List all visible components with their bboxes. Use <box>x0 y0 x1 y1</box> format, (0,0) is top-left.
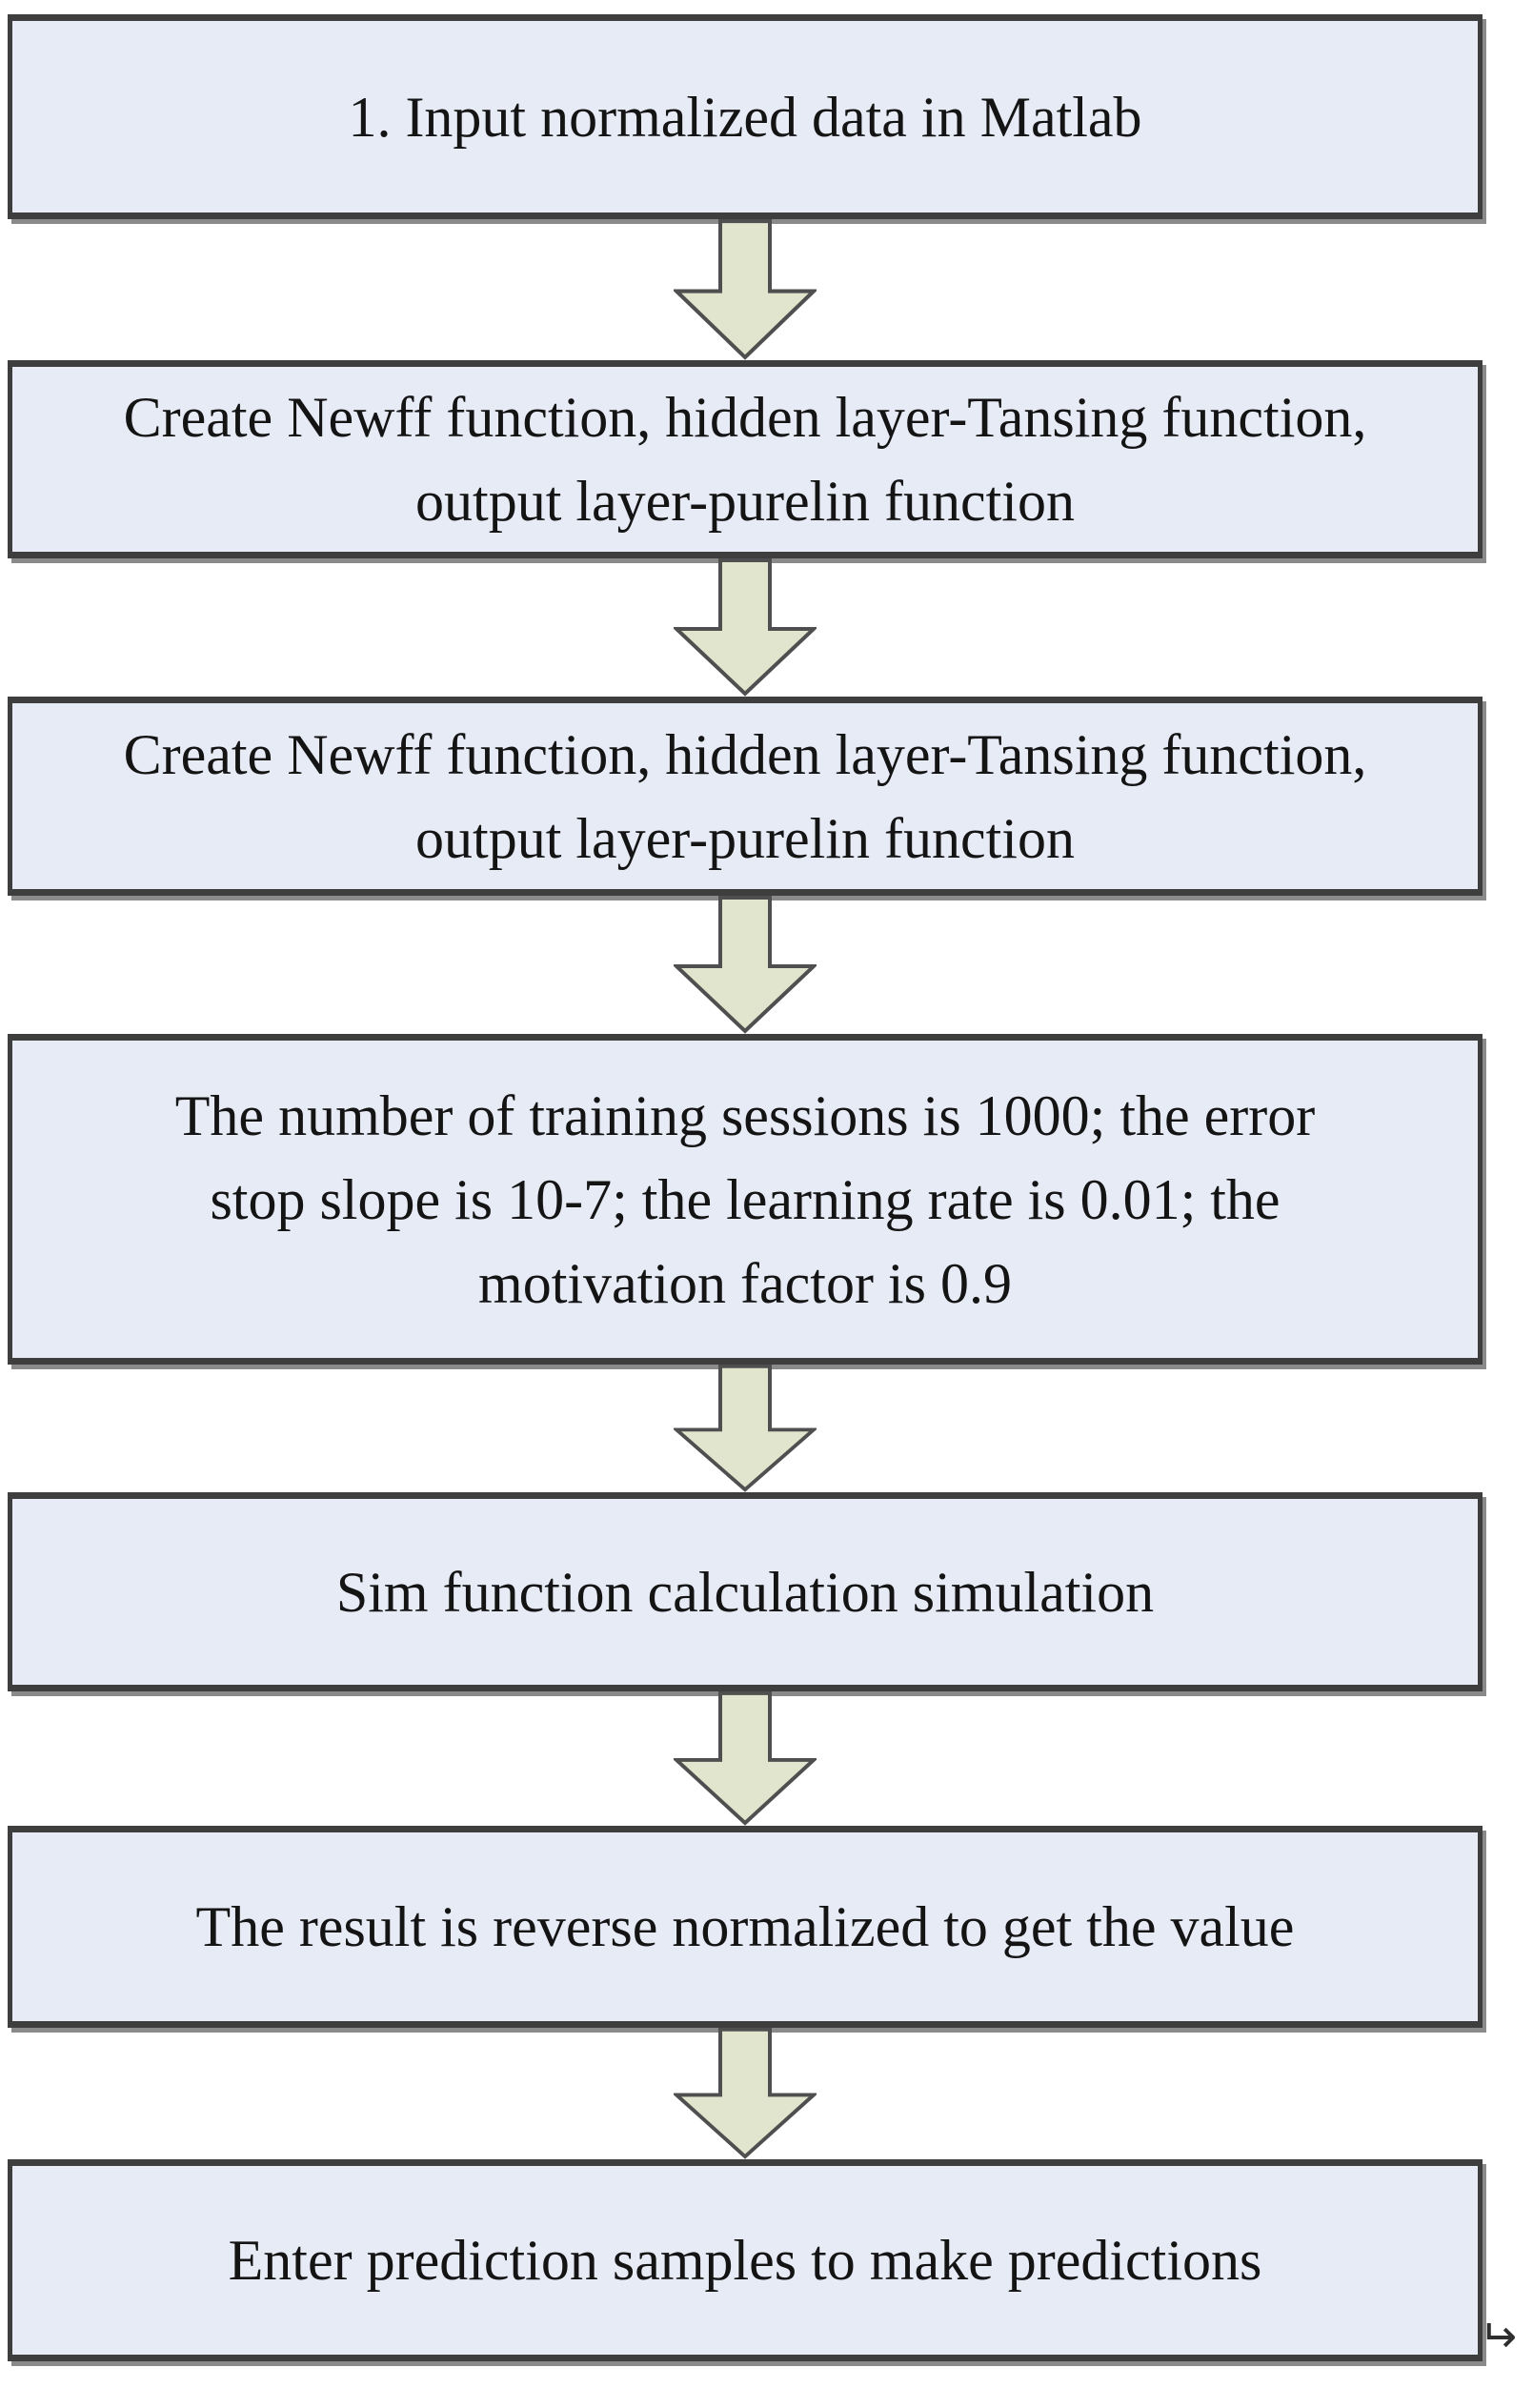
flow-step-2-label: Create Newff function, hidden layer-Tans… <box>123 386 1367 533</box>
flow-step-7: Enter prediction samples to make predict… <box>8 2159 1483 2361</box>
down-arrow-icon <box>674 558 817 697</box>
paragraph-return-mark: ↵ <box>1479 2310 1518 2363</box>
flow-step-3: Create Newff function, hidden layer-Tans… <box>8 697 1483 896</box>
flow-step-1-label: 1. Input normalized data in Matlab <box>348 85 1142 149</box>
down-arrow-icon <box>674 2028 817 2159</box>
flow-step-6-label: The result is reverse normalized to get … <box>195 1895 1295 1958</box>
flow-step-6: The result is reverse normalized to get … <box>8 1826 1483 2028</box>
flow-step-2: Create Newff function, hidden layer-Tans… <box>8 360 1483 558</box>
flow-step-4: The number of training sessions is 1000;… <box>8 1034 1483 1365</box>
flow-step-5-label: Sim function calculation simulation <box>335 1560 1155 1624</box>
down-arrow-icon <box>674 1365 817 1492</box>
flow-step-1: 1. Input normalized data in Matlab <box>8 14 1483 219</box>
down-arrow-icon <box>674 219 817 360</box>
flow-step-3-label: Create Newff function, hidden layer-Tans… <box>123 722 1367 870</box>
flow-step-5: Sim function calculation simulation <box>8 1492 1483 1691</box>
down-arrow-icon <box>674 896 817 1034</box>
flow-step-7-label: Enter prediction samples to make predict… <box>228 2229 1262 2292</box>
flow-step-4-label: The number of training sessions is 1000;… <box>174 1083 1316 1315</box>
down-arrow-icon <box>674 1691 817 1826</box>
